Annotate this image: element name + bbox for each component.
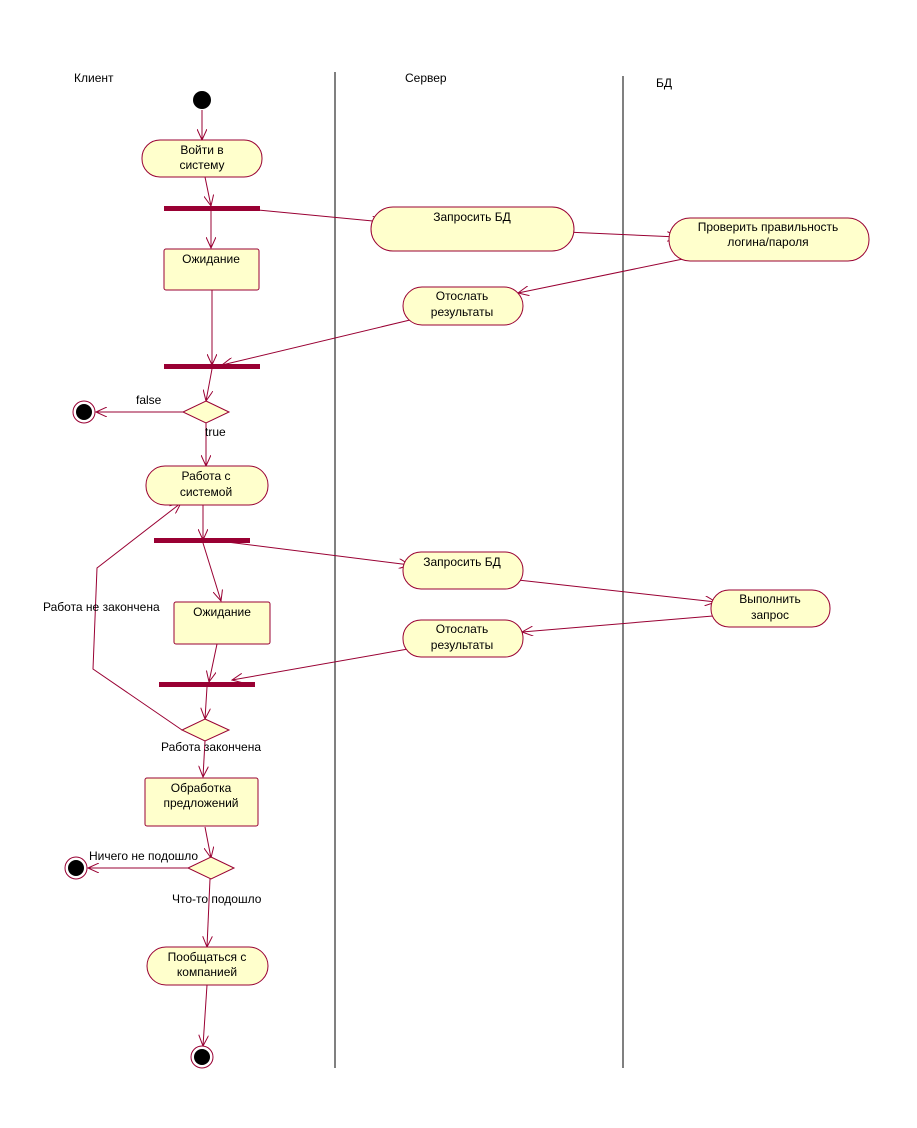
activity-query-db-1-label: Запросить БД bbox=[433, 210, 511, 224]
activity-execute-query bbox=[710, 589, 831, 628]
activity-send-results-2-line2: результаты bbox=[431, 638, 493, 652]
fork-bar-1 bbox=[164, 206, 260, 211]
activity-wait1 bbox=[163, 248, 260, 291]
edge-send2-join2 bbox=[232, 648, 409, 680]
start-node bbox=[193, 91, 211, 109]
edge-wait2-join2 bbox=[209, 643, 218, 682]
activity-process-offers bbox=[144, 777, 259, 827]
activity-send-results-1-line2: результаты bbox=[431, 305, 493, 319]
activity-send-results-2 bbox=[402, 619, 524, 658]
activity-login-line1: Войти в bbox=[180, 143, 223, 157]
activity-work bbox=[145, 465, 269, 506]
activity-check-login-line1: Проверить правильность bbox=[698, 220, 839, 234]
activity-send-results-2-line1: Отослать bbox=[436, 622, 489, 636]
edge-query2-execute bbox=[517, 579, 716, 602]
edge-query1-check bbox=[565, 231, 678, 237]
activity-query-db-1 bbox=[370, 206, 575, 252]
guard-work-done-label: Работа закончена bbox=[161, 740, 261, 754]
decision-found-suitable bbox=[186, 856, 236, 880]
guard-nothing-fit-label: Ничего не подошло bbox=[89, 849, 198, 863]
activity-check-login-line2: логина/пароля bbox=[727, 235, 808, 249]
edge-join2-decision2 bbox=[205, 686, 207, 719]
activity-contact-company bbox=[146, 946, 269, 986]
edge-decision2-work-loop bbox=[92, 503, 183, 731]
end-node-2 bbox=[64, 856, 88, 880]
activity-login-line2: систему bbox=[179, 158, 224, 172]
end-node-1 bbox=[72, 400, 96, 424]
guard-something-fit-label: Что-то подошло bbox=[172, 892, 262, 906]
activity-wait2-label: Ожидание bbox=[193, 605, 251, 619]
edge-fork2-query2 bbox=[226, 541, 410, 565]
edge-fork1-query1 bbox=[257, 209, 383, 222]
activity-process-offers-line2: предложений bbox=[164, 796, 239, 810]
activity-work-line1: Работа с bbox=[182, 469, 231, 483]
edge-join1-decision1 bbox=[206, 368, 212, 401]
activity-process-offers-line1: Обработка bbox=[171, 781, 232, 795]
decision-work-finished bbox=[180, 718, 231, 742]
activity-send-results-1-line1: Отослать bbox=[436, 289, 489, 303]
swimlane-client-label: Клиент bbox=[74, 71, 114, 85]
activity-execute-query-line1: Выполнить bbox=[739, 592, 801, 606]
join-bar-2 bbox=[159, 682, 255, 687]
edge-execute-send2 bbox=[522, 615, 714, 632]
activity-contact-company-line1: Пообщаться с bbox=[168, 950, 247, 964]
guard-false-label: false bbox=[136, 393, 162, 407]
edge-fork2-wait2 bbox=[202, 542, 221, 601]
edge-process-decision3 bbox=[205, 826, 211, 858]
activity-wait2 bbox=[173, 601, 271, 645]
end-node-3 bbox=[190, 1045, 214, 1069]
transitions bbox=[88, 110, 716, 1046]
edge-send1-join1 bbox=[222, 319, 411, 365]
edge-decision3-contact bbox=[207, 878, 210, 947]
activity-work-line2: системой bbox=[180, 485, 232, 499]
edge-contact-end3 bbox=[203, 984, 207, 1046]
fork-bar-2 bbox=[154, 538, 250, 543]
join-bar-1 bbox=[164, 364, 260, 369]
decision-login-valid bbox=[181, 400, 231, 424]
activity-query-db-2 bbox=[402, 551, 524, 590]
activity-contact-company-line2: компанией bbox=[177, 965, 237, 979]
edge-decision2-process bbox=[203, 740, 205, 777]
activity-login bbox=[141, 139, 263, 178]
edge-check-send1 bbox=[518, 258, 684, 293]
swimlane-server-label: Сервер bbox=[405, 71, 447, 85]
activity-execute-query-line2: запрос bbox=[751, 608, 789, 622]
swimlane-db-label: БД bbox=[656, 76, 672, 90]
activity-check-login bbox=[668, 217, 870, 262]
edge-login-fork1 bbox=[205, 176, 211, 206]
guard-work-not-done-label: Работа не закончена bbox=[43, 600, 160, 614]
activity-query-db-2-label: Запросить БД bbox=[423, 555, 501, 569]
guard-true-label: true bbox=[205, 425, 226, 439]
activity-send-results-1 bbox=[402, 286, 524, 326]
activity-wait1-label: Ожидание bbox=[182, 252, 240, 266]
